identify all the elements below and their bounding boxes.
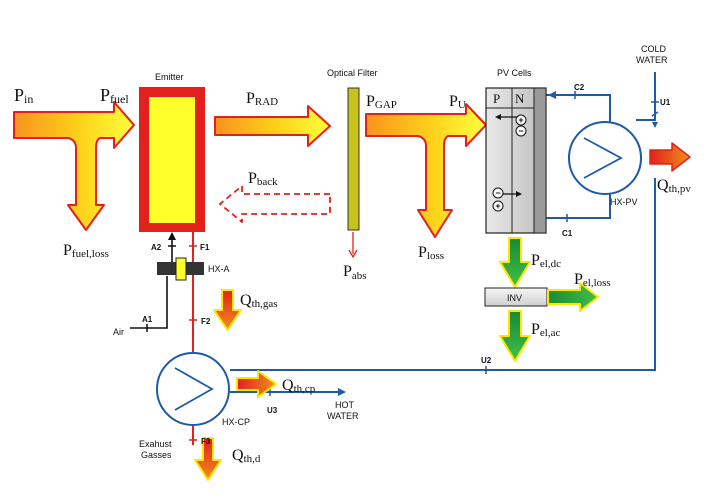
pv-cells [485, 87, 547, 234]
charge-plus-n: + [518, 115, 523, 125]
water-circuit [230, 72, 659, 393]
hx-pv-label: HX-PV [610, 197, 638, 207]
hx-pv-exchanger [568, 121, 642, 195]
q-th-cp-arrow [236, 370, 277, 398]
hx-cp-exchanger [156, 352, 230, 426]
c2-arrowhead [548, 91, 556, 99]
n-layer-label: N [515, 91, 525, 106]
label-p-in: Pin [14, 85, 33, 106]
emitter-label: Emitter [155, 72, 184, 82]
label-q-th-d: Qth,d [232, 447, 261, 465]
point-f3: F3 [201, 437, 211, 446]
charge-plus-p: + [495, 201, 500, 211]
hx-cp-label: HX-CP [222, 417, 250, 427]
point-a2: A2 [151, 243, 162, 252]
label-p-loss: Ploss [418, 244, 444, 262]
p-back-arrow [219, 185, 331, 223]
label-p-fuel: Pfuel [100, 85, 129, 106]
label-p-rad: PRAD [246, 90, 278, 108]
hot-water-arrowhead [338, 388, 346, 396]
point-u1: U1 [660, 98, 671, 107]
hot-water-label-2: WATER [327, 411, 359, 421]
label-p-el-loss: Pel,loss [574, 271, 611, 289]
inverter-label: INV [507, 293, 522, 303]
p-el-ac-arrow [499, 310, 531, 362]
label-p-back: Pback [248, 170, 278, 188]
hx-a-label: HX-A [208, 264, 230, 274]
label-p-fuel-loss: Pfuel,loss [63, 242, 109, 260]
label-p-u: PU [449, 93, 466, 111]
p-gap-arrow [365, 103, 487, 238]
hot-water-label-1: HOT [335, 400, 355, 410]
cold-water-label-2: WATER [636, 55, 668, 65]
label-q-th-gas: Qth,gas [240, 292, 278, 310]
q-th-gas-arrow [213, 289, 242, 331]
pv-cells-label: PV Cells [497, 68, 532, 78]
p-in-arrow [13, 101, 135, 231]
label-q-th-cp: Qth,cp [282, 377, 316, 395]
p-rad-arrow [214, 105, 331, 147]
charge-minus-p: − [495, 188, 500, 198]
label-p-el-dc: Pel,dc [531, 252, 561, 270]
emitter-core [149, 97, 195, 223]
point-u2: U2 [481, 356, 492, 365]
exhaust-label-2: Gasses [141, 450, 172, 460]
label-p-gap: PGAP [366, 93, 397, 111]
q-th-d-arrow [194, 437, 222, 481]
p-el-loss-arrow [547, 282, 599, 312]
p-el-dc-arrow [499, 237, 531, 288]
optical-filter [347, 87, 360, 231]
point-f2: F2 [201, 317, 211, 326]
label-p-abs: Pabs [343, 263, 367, 282]
p-layer-label: P [493, 91, 500, 106]
hx-a-window [175, 257, 187, 281]
charge-minus-n: − [518, 126, 523, 136]
air-label: Air [113, 327, 124, 337]
point-c1: C1 [562, 229, 573, 238]
u1-arrowhead [652, 122, 658, 128]
label-p-el-ac: Pel,ac [531, 321, 560, 339]
q-th-pv-arrow [649, 142, 691, 172]
gas-circuit [130, 232, 197, 445]
point-c2: C2 [574, 83, 585, 92]
cold-water-label-1: COLD [641, 44, 667, 54]
point-a1: A1 [142, 315, 153, 324]
point-u3: U3 [267, 406, 278, 415]
optical-filter-label: Optical Filter [327, 68, 378, 78]
point-f1: F1 [200, 243, 210, 252]
exhaust-label-1: Exahust [139, 439, 172, 449]
label-q-th-pv: Qth,pv [657, 177, 691, 195]
